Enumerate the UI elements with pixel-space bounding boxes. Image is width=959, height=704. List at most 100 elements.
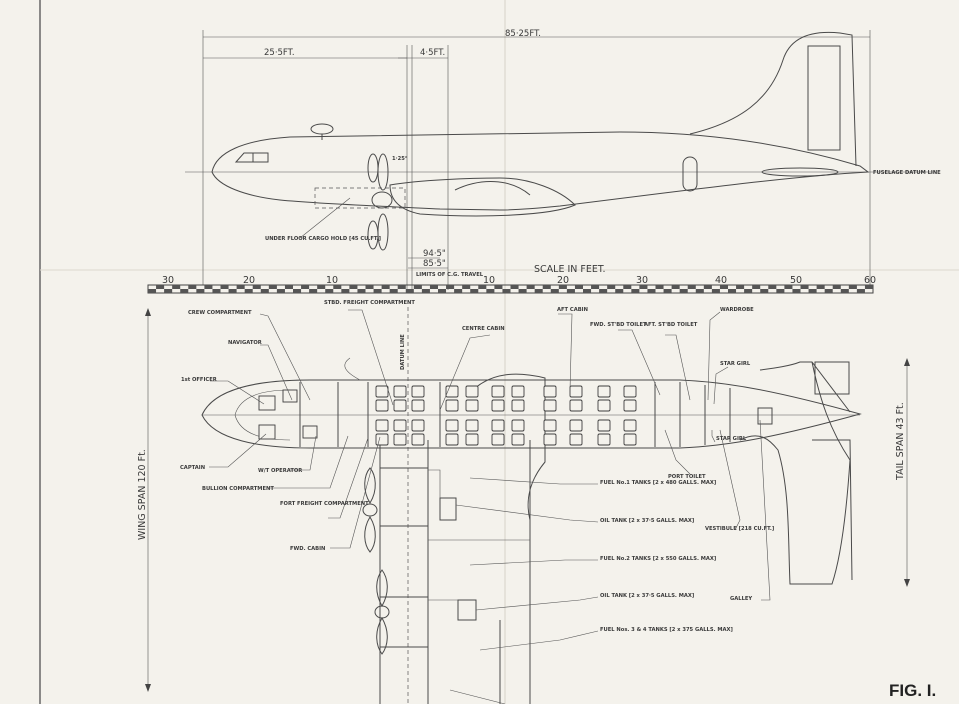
scale-segment bbox=[768, 285, 777, 289]
tail-fin bbox=[689, 31, 857, 167]
cg-travel-label: LIMITS OF C.G. TRAVEL bbox=[416, 272, 484, 278]
scale-segment bbox=[446, 285, 455, 289]
passenger-seat bbox=[597, 399, 611, 412]
scale-tick-10-aft: 10 bbox=[483, 275, 495, 286]
passenger-seat bbox=[465, 385, 479, 398]
passenger-seat bbox=[623, 385, 637, 398]
first-officer-label: 1st OFFICER bbox=[181, 377, 217, 383]
scale-segment bbox=[864, 285, 873, 289]
port-freight-label: FORT FREIGHT COMPARTMENT bbox=[280, 501, 369, 507]
engine-nacelle bbox=[389, 177, 576, 217]
vestibule-label: VESTIBULE [218 CU.FT.] bbox=[705, 526, 774, 532]
scale-segment bbox=[542, 285, 551, 289]
scale-segment bbox=[736, 285, 745, 289]
fuselage-datum-label: FUSELAGE DATUM LINE bbox=[873, 170, 941, 176]
scale-segment bbox=[566, 289, 575, 293]
cg-forward-label: 94·5" bbox=[423, 249, 446, 259]
passenger-seat bbox=[465, 399, 479, 412]
scale-segment bbox=[760, 289, 769, 293]
scale-segment bbox=[212, 289, 221, 293]
galley-label: GALLEY bbox=[730, 596, 752, 602]
scale-segment bbox=[357, 289, 366, 293]
oil-tank-1 bbox=[439, 497, 457, 521]
passenger-seat bbox=[491, 419, 505, 432]
scale-segment bbox=[244, 289, 253, 293]
scale-segment bbox=[510, 285, 519, 289]
scale-segment bbox=[478, 285, 487, 289]
passenger-seat bbox=[511, 419, 525, 432]
scale-segment bbox=[623, 285, 632, 289]
scale-segment bbox=[429, 285, 438, 289]
fuselage-plan-outline bbox=[201, 379, 862, 449]
scale-segment bbox=[728, 289, 737, 293]
scale-tick-60: 60 bbox=[864, 275, 876, 286]
scale-segment bbox=[744, 289, 753, 293]
scale-segment bbox=[276, 289, 285, 293]
wing-root-fairing bbox=[467, 373, 546, 521]
navigator-label: NAVIGATOR bbox=[228, 340, 262, 346]
passenger-seat bbox=[569, 433, 583, 446]
passenger-seat bbox=[393, 385, 407, 398]
scale-segment bbox=[607, 285, 616, 289]
rudder-panel bbox=[807, 45, 841, 151]
passenger-seat bbox=[445, 419, 459, 432]
aft-cabin-label: AFT CABIN bbox=[557, 307, 588, 313]
cockpit-window bbox=[234, 152, 269, 163]
passenger-seat bbox=[569, 399, 583, 412]
underfloor-cargo-hold bbox=[314, 187, 406, 209]
wt-operator-seat bbox=[302, 425, 318, 439]
scale-segment bbox=[848, 285, 857, 289]
passenger-seat bbox=[491, 399, 505, 412]
scale-tick-50: 50 bbox=[790, 275, 802, 286]
passenger-seat bbox=[411, 419, 425, 432]
scale-segment bbox=[840, 289, 849, 293]
scale-segment bbox=[172, 285, 181, 289]
scale-tick-30: 30 bbox=[162, 275, 174, 286]
fuel-tank-1-label: FUEL No.1 TANKS [2 x 480 GALLS. MAX] bbox=[600, 480, 716, 486]
scale-segment bbox=[502, 289, 511, 293]
scale-segment bbox=[421, 289, 430, 293]
passenger-seat bbox=[411, 433, 425, 446]
passenger-seat bbox=[543, 385, 557, 398]
wt-operator-label: W/T OPERATOR bbox=[258, 468, 302, 474]
nacelle-cowl bbox=[454, 181, 531, 196]
scale-segment bbox=[373, 289, 382, 293]
stbd-girl-label: STAR GIRL bbox=[720, 361, 751, 367]
inner-nacelle bbox=[379, 467, 429, 527]
scale-segment bbox=[663, 289, 672, 293]
oil-tank-2-label: OIL TANK [2 x 37·5 GALLS. MAX] bbox=[600, 593, 694, 599]
scale-segment bbox=[574, 285, 583, 289]
fwd-cabin-label: FWD. CABIN bbox=[290, 546, 325, 552]
scale-bar: 30 20 10 10 20 30 40 50 60 SCALE IN FEET… bbox=[147, 264, 876, 294]
plan-labels: CREW COMPARTMENT NAVIGATOR 1st OFFICER C… bbox=[180, 300, 774, 633]
scale-segment bbox=[711, 289, 720, 293]
scale-segment bbox=[800, 285, 809, 289]
scale-segment bbox=[268, 285, 277, 289]
radio-dome bbox=[310, 123, 334, 135]
scale-segment bbox=[695, 289, 704, 293]
scale-segment bbox=[591, 285, 600, 289]
passenger-seat bbox=[511, 385, 525, 398]
scale-segment bbox=[220, 285, 229, 289]
scale-segment bbox=[228, 289, 237, 293]
scale-segment bbox=[252, 285, 261, 289]
scale-segment bbox=[599, 289, 608, 293]
scale-segment bbox=[317, 285, 326, 289]
scale-segment bbox=[679, 289, 688, 293]
tail-span-dimension: TAIL SPAN 43 Ft. bbox=[895, 358, 910, 587]
side-elevation: 85·25FT. 25·5FT. 4·5FT. FUSELAGE DATUM L… bbox=[185, 29, 941, 290]
passenger-seat bbox=[375, 433, 389, 446]
passenger-seat bbox=[597, 433, 611, 446]
outer-propeller bbox=[374, 569, 390, 655]
scale-segment bbox=[389, 289, 398, 293]
wing-span-label: WING SPAN 120 Ft. bbox=[137, 449, 148, 540]
scale-segment bbox=[204, 285, 213, 289]
passenger-seat bbox=[597, 419, 611, 432]
scale-segment bbox=[784, 285, 793, 289]
scale-segment bbox=[454, 289, 463, 293]
centre-cabin-label: CENTRE CABIN bbox=[462, 326, 505, 332]
stbd-freight-label: STBD. FREIGHT COMPARTMENT bbox=[324, 300, 415, 306]
nose-to-datum-label: 25·5FT. bbox=[264, 48, 295, 58]
scale-segment bbox=[550, 289, 559, 293]
